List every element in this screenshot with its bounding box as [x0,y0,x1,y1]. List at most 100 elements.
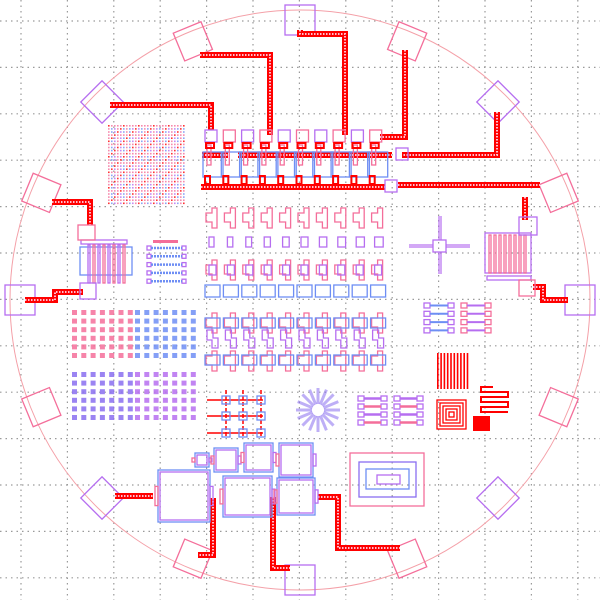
via [172,406,178,412]
matrix-cell [123,137,125,139]
matrix-cell [150,171,152,174]
matrix-cell [108,180,110,183]
pink-device [315,312,329,334]
matrix-cell [183,156,185,158]
via [81,406,87,412]
matrix-cell [114,156,116,158]
matrix-cell [174,137,176,139]
transistor-body [202,151,224,178]
via [127,335,133,341]
transistor-contact [296,142,307,149]
matrix-cell [135,125,137,127]
matrix-cell [177,140,179,143]
bond-pad [475,79,521,125]
transistor-body [275,151,297,178]
matrix-cell [168,162,170,164]
via [99,327,105,333]
matrix-cell [147,174,149,177]
crossbar-node [221,428,231,438]
matrix-cell [162,140,164,143]
blue-device [277,284,295,298]
matrix-cell [183,131,185,133]
matrix-cell [141,143,143,146]
matrix-cell [111,193,113,195]
matrix-cell [183,177,185,180]
matrix-cell [111,202,113,205]
matrix-cell [126,134,128,136]
bond-pad-square [20,172,62,214]
via [181,335,187,341]
ladder-pad [181,270,187,276]
matrix-cell [120,183,122,186]
matrix-cell [159,202,161,205]
transistor-pad [222,129,236,143]
via [162,335,168,341]
via [190,353,196,358]
matrix-cell [138,196,140,198]
via [81,372,87,377]
matrix-cell [135,128,137,130]
transistor-gate [261,144,267,166]
via [153,415,159,420]
matrix-cell [129,193,131,195]
pink-device [352,350,365,372]
matrix-cell [126,165,128,167]
capacitor-bar [486,275,532,281]
matrix-cell [183,190,185,192]
blue-device [351,317,368,329]
matrix-cell [165,202,167,205]
matrix-cell [168,159,170,161]
pink-device [315,259,329,281]
matrix-cell [183,165,185,167]
matrix-cell [144,165,146,167]
transistor-contact [204,175,211,185]
via [90,397,96,403]
matrix-cell [129,162,131,164]
matrix-cell [117,165,119,167]
matrix-cell [147,202,149,205]
transistor-array-pad [395,147,409,161]
matrix-cell [177,183,179,186]
matrix-cell [156,140,158,143]
via [99,397,105,403]
ladder-pad [146,278,152,284]
matrix-cell [177,152,179,155]
matrix-cell [156,171,158,174]
ladder-pad [447,327,455,334]
pink-device [370,350,384,372]
bond-pad-square [475,79,521,125]
matrix-cell [114,165,116,167]
matrix-cell [183,187,185,189]
blue-device [204,354,221,366]
matrix-cell [159,156,161,158]
plate-outer [213,447,239,473]
ladder-pad [393,411,401,418]
via [109,310,115,315]
matrix-cell [108,174,110,177]
matrix-cell [177,146,179,149]
transistor-gate [352,144,359,166]
via [162,415,168,420]
matrix-cell [168,140,170,143]
matrix-cell [168,131,170,133]
capacitor-finger [87,244,91,284]
matrix-cell [171,162,173,164]
matrix-cell [108,143,110,146]
matrix-cell [132,131,134,133]
via [109,397,115,403]
blue-device [222,317,240,329]
matrix-cell [144,180,146,183]
matrix-cell [111,152,113,155]
matrix-cell [171,152,173,155]
matrix-cell [174,196,176,198]
bond-pad-square [386,20,428,62]
capacitor-finger [112,244,116,284]
matrix-cell [111,159,113,161]
pink-device [297,312,310,334]
matrix-cell [108,187,110,189]
transistor-pad [240,129,255,143]
matrix-cell [183,152,185,155]
matrix-cell [147,162,149,164]
matrix-cell [177,199,179,201]
plate-tab [210,455,215,465]
